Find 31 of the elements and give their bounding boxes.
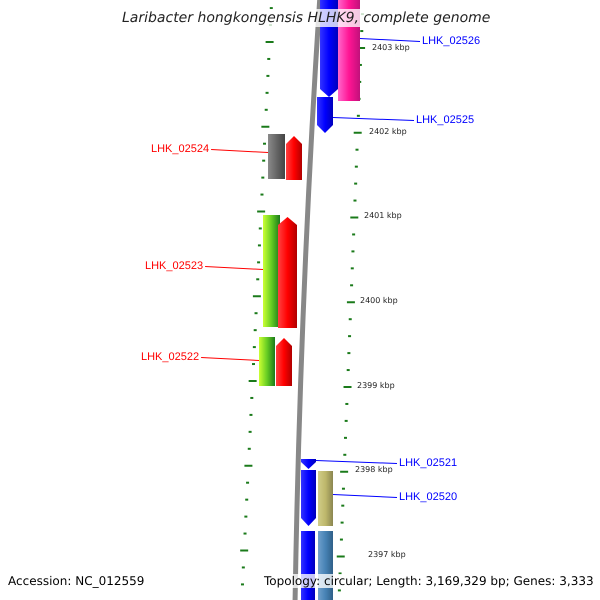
leader-line [332,117,414,121]
gene-label: LHK_02521 [399,457,458,470]
map-title: Laribacter hongkongensis HLHK9, complete genome [120,9,492,27]
scale-label: 2403 kbp [372,43,410,53]
scale-label: 2398 kbp [355,465,393,475]
leader-line [360,38,420,42]
genome-info-text: Topology: circular; Length: 3,169,329 bp; Genes: 3,333 [262,574,596,588]
leader-line [210,149,268,153]
leader-line [200,357,260,361]
gene-bar [259,337,275,386]
gene-label: LHK_02522 [141,351,200,364]
gene-label: LHK_02524 [151,143,210,156]
leader-line [204,266,264,270]
scale-label: 2397 kbp [368,550,406,560]
gene-label: LHK_02523 [145,260,204,273]
gene-label: LHK_02526 [422,35,480,48]
leader-line [316,460,398,464]
scale-label: 2401 kbp [364,211,402,221]
gene-block [278,217,297,328]
gene-bar [318,471,333,526]
scale-label: 2399 kbp [357,381,395,391]
leader-line [332,494,398,498]
scale-label: 2400 kbp [360,296,398,306]
gene-bar [268,134,285,179]
gene-block [286,136,302,180]
accession-text: Accession: NC_012559 [8,574,144,588]
gene-block [276,338,292,386]
scale-label: 2402 kbp [369,127,407,137]
gene-block [317,97,333,133]
gene-label: LHK_02525 [416,114,474,127]
gene-label: LHK_02520 [399,491,458,504]
